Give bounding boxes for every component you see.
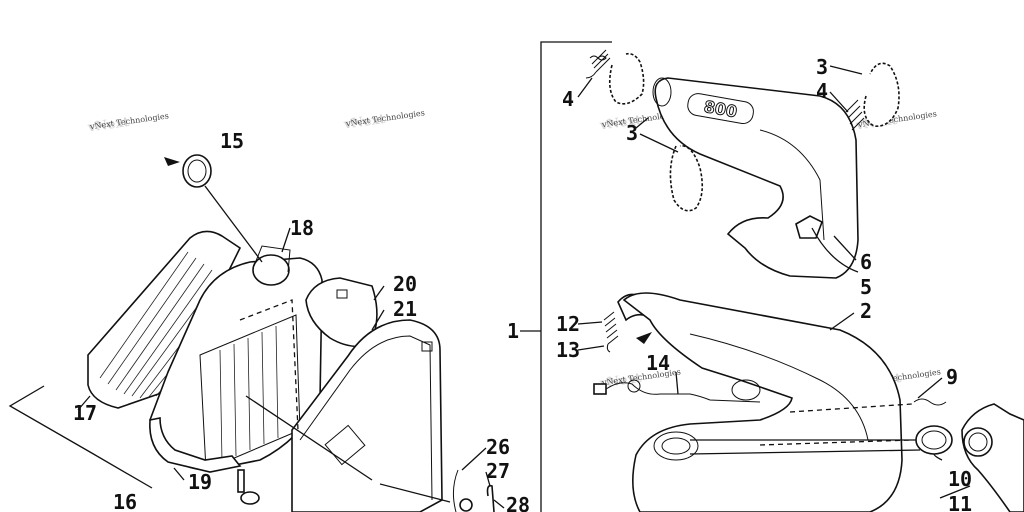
spring-part-4 xyxy=(585,49,611,79)
callout-28: 28 xyxy=(506,493,530,512)
callout-17: 17 xyxy=(73,401,97,425)
manifold-port-inner xyxy=(968,432,988,452)
sensor-plug-part-13 xyxy=(593,383,607,395)
leader-lines xyxy=(77,65,971,509)
callout-4b: 4 xyxy=(816,79,828,103)
sensor-wire xyxy=(605,382,761,403)
screw-head xyxy=(240,491,260,505)
callout-1: 1 xyxy=(507,319,519,343)
leader-shaft-2 xyxy=(379,483,451,503)
callout-21: 21 xyxy=(393,297,417,321)
clip-part-26 xyxy=(452,469,459,512)
spring-part-4-right xyxy=(845,99,865,131)
callout-3a: 3 xyxy=(816,55,828,79)
gasket-ring-inner-10 xyxy=(921,430,947,450)
chamber-port-inner xyxy=(661,437,691,455)
exhaust-assembly: 800 xyxy=(585,49,1024,512)
cover-panel-21-inner xyxy=(299,335,433,501)
callout-26: 26 xyxy=(486,435,510,459)
ring-part-15 xyxy=(182,154,212,188)
cover-panel-21-tab xyxy=(421,341,433,352)
mounting-screw xyxy=(237,469,245,493)
heat-patch-part-5 xyxy=(795,215,824,239)
airbox-assembly xyxy=(87,154,495,512)
callout-3b: 3 xyxy=(626,121,638,145)
callout-27: 27 xyxy=(486,459,510,483)
callout-15: 15 xyxy=(220,129,244,153)
manifold-port xyxy=(963,427,993,457)
airbox-slots xyxy=(219,325,279,463)
callout-14: 14 xyxy=(646,351,670,375)
canister-contour xyxy=(759,129,825,241)
callout-12: 12 xyxy=(556,312,580,336)
canister-inlet xyxy=(652,77,672,107)
dashed-outline xyxy=(239,299,299,431)
ring-inner-15 xyxy=(187,159,207,183)
clip-washer xyxy=(459,498,473,512)
spring-part-12 xyxy=(603,311,619,353)
cover-panel-part-21 xyxy=(291,319,443,512)
chamber-port xyxy=(653,431,699,461)
leader-16 xyxy=(8,385,153,489)
callout-2: 2 xyxy=(860,299,872,323)
expansion-chamber-part-2 xyxy=(622,292,903,512)
gasket-part-19 xyxy=(149,417,242,473)
callout-9: 9 xyxy=(946,365,958,389)
callout-13: 13 xyxy=(556,338,580,362)
chamber-contour xyxy=(689,333,869,441)
callout-11: 11 xyxy=(948,492,972,512)
intake-boot-part-18 xyxy=(252,254,290,286)
spring-part-9 xyxy=(913,398,947,406)
arrow-marker-15 xyxy=(164,157,180,166)
watermark-shadow: vNext xyxy=(342,112,386,133)
alignment-dash-upper xyxy=(789,403,913,413)
alignment-line-2 xyxy=(689,449,921,455)
callout-19: 19 xyxy=(188,470,212,494)
gasket-ring-part-10 xyxy=(915,425,953,455)
chain-band-part-3-right xyxy=(863,62,900,127)
watermark-shadow: vNext xyxy=(598,113,642,134)
alignment-dash-lower xyxy=(759,439,913,446)
callout-5: 5 xyxy=(860,275,872,299)
callout-16: 16 xyxy=(113,490,137,512)
watermark-shadow: vNext xyxy=(598,371,642,392)
chamber-outlet xyxy=(731,379,761,401)
sensor-ring xyxy=(627,379,641,393)
callout-labels: 1 2 3 3 4 4 5 6 9 10 11 12 13 14 15 16 1… xyxy=(73,55,972,512)
assembly-bracket xyxy=(540,41,612,512)
chain-band-part-3-lower xyxy=(669,145,704,212)
arrow-marker-pipe xyxy=(636,332,652,344)
watermark-shadow: vNext xyxy=(86,115,130,136)
chain-band-part-3-left xyxy=(608,52,645,105)
cover-panel-tab xyxy=(336,289,348,299)
callout-18: 18 xyxy=(290,216,314,240)
leader-15-to-18 xyxy=(204,185,263,263)
callout-10: 10 xyxy=(948,467,972,491)
callout-4a: 4 xyxy=(562,87,574,111)
callout-20: 20 xyxy=(393,272,417,296)
leader-shaft xyxy=(245,395,373,481)
clip-part-27 xyxy=(486,484,495,512)
callout-6: 6 xyxy=(860,250,872,274)
